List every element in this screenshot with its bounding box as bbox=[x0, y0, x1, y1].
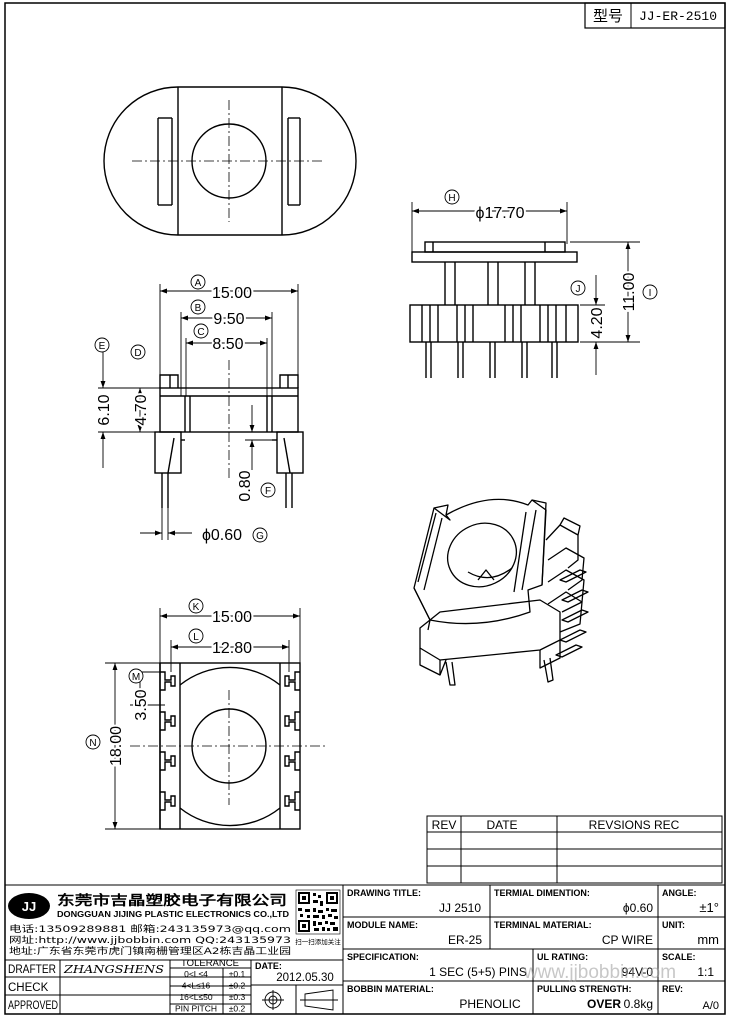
terminal-dimension-label: TERMIAL DIMENTION: bbox=[494, 888, 590, 898]
tolerance-value: ±0.2 bbox=[229, 1004, 246, 1014]
drawing-border bbox=[4, 2, 726, 1015]
dimension-k-letter: K bbox=[193, 602, 200, 613]
dimension-j-value: 4.20 bbox=[589, 307, 606, 338]
module-name-label: MODULE NAME: bbox=[347, 920, 418, 930]
drawing-title-value: JJ 2510 bbox=[439, 901, 481, 915]
tolerance-range: PIN PITCH bbox=[175, 1004, 217, 1014]
dimension-l-letter: L bbox=[193, 632, 199, 643]
qr-code-icon bbox=[295, 889, 341, 935]
rev-value: A/0 bbox=[702, 1000, 719, 1012]
dimension-f-value: 0.80 bbox=[237, 470, 254, 501]
svg-text:JJ: JJ bbox=[22, 899, 36, 914]
dimension-h-value: ϕ17.70 bbox=[476, 205, 525, 222]
approved-label: APPROVED bbox=[8, 1000, 58, 1012]
dimension-e-value: 6.10 bbox=[96, 394, 113, 425]
dimension-m-value: 3.50 bbox=[133, 689, 150, 720]
dimension-k-value: 15.00 bbox=[212, 609, 252, 626]
isometric-view bbox=[413, 498, 589, 686]
tolerance-label: TOLERANCE bbox=[181, 958, 239, 969]
dimension-h bbox=[411, 189, 568, 252]
company-logo: JJ bbox=[8, 893, 50, 919]
pulling-strength-label: PULLING STRENGTH: bbox=[537, 984, 632, 994]
unit-label: UNIT: bbox=[662, 920, 685, 930]
terminal-material-label: TERMINAL MATERIAL: bbox=[494, 920, 592, 930]
bobbin-material-value: PHENOLIC bbox=[459, 997, 521, 1011]
title-block-grid bbox=[4, 884, 726, 1015]
top-view-centerlines bbox=[132, 100, 325, 222]
angle-label: ANGLE: bbox=[662, 888, 697, 898]
bottom-view-centerlines bbox=[130, 690, 325, 805]
dimension-a-value: 15.00 bbox=[212, 285, 252, 302]
dimension-i-letter: I bbox=[649, 288, 652, 299]
dimension-b-value: 9.50 bbox=[213, 311, 244, 328]
scale-label: SCALE: bbox=[662, 952, 696, 962]
tolerance-range: 0<L≤4 bbox=[184, 969, 208, 979]
dimension-a-letter: A bbox=[195, 278, 202, 289]
revisions-table bbox=[426, 815, 723, 884]
dimension-n-value: 18.00 bbox=[108, 726, 125, 766]
company-web: 网址:http://www.jjbobbin.com QQ:243135973 bbox=[9, 934, 291, 946]
module-name-value: ER-25 bbox=[448, 933, 482, 947]
specification-value: 1 SEC (5+5) PINS bbox=[429, 965, 527, 979]
specification-label: SPECIFICATION: bbox=[347, 952, 419, 962]
company-name-cn: 东莞市吉晶塑胶电子有限公司 bbox=[57, 892, 287, 909]
check-label: CHECK bbox=[8, 982, 49, 994]
dimension-l-value: 12.80 bbox=[212, 640, 252, 657]
dimension-f-letter: F bbox=[265, 486, 271, 497]
revisions-rec-header: REVSIONS REC bbox=[589, 818, 680, 832]
bobbin-material-label: BOBBIN MATERIAL: bbox=[347, 984, 434, 994]
unit-value: mm bbox=[697, 932, 719, 947]
terminal-dimension-value: ϕ0.60 bbox=[623, 901, 653, 915]
watermark: www.jjbobbin.com bbox=[523, 962, 676, 983]
dimension-g-letter: G bbox=[256, 531, 264, 542]
dimension-m-letter: M bbox=[132, 672, 140, 683]
drafter-signature: ZHANGSHENS bbox=[63, 963, 165, 976]
date-label: DATE: bbox=[255, 961, 282, 971]
dimension-n-letter: N bbox=[89, 738, 96, 749]
tolerance-range: 16<L≤50 bbox=[179, 992, 213, 1002]
company-phone: 电话:13509289881 邮箱:243135973@qq.com bbox=[9, 923, 291, 935]
rev-header: REV bbox=[432, 818, 457, 832]
company-name-en: DONGGUAN JIJING PLASTIC ELECTRONICS CO.,… bbox=[57, 910, 289, 919]
scale-value: 1:1 bbox=[697, 965, 714, 979]
model-number-box: 型号 JJ-ER-2510 bbox=[584, 2, 726, 29]
dimension-e-letter: E bbox=[99, 341, 106, 352]
drafter-label: DRAFTER bbox=[8, 964, 56, 976]
ul-rating-value: 94V-0 bbox=[622, 965, 654, 979]
dimension-c-letter: C bbox=[197, 327, 204, 338]
dimension-j-letter: J bbox=[576, 284, 581, 295]
tolerance-value: ±0.1 bbox=[229, 969, 246, 979]
front-view-dimensions bbox=[94, 274, 299, 543]
tolerance-value: ±0.2 bbox=[229, 981, 246, 991]
drawing-title-label: DRAWING TITLE: bbox=[347, 888, 421, 898]
dimension-c-value: 8.50 bbox=[212, 336, 243, 353]
model-value: JJ-ER-2510 bbox=[639, 9, 717, 24]
side-view-right bbox=[409, 241, 579, 378]
tolerance-value: ±0.3 bbox=[229, 992, 246, 1002]
dimension-i bbox=[570, 241, 658, 375]
date-value: 2012.05.30 bbox=[276, 972, 334, 984]
dimension-h-letter: H bbox=[448, 193, 455, 204]
dimension-b-letter: B bbox=[195, 303, 202, 314]
dimension-d-letter: D bbox=[134, 348, 141, 359]
ul-rating-label: UL RATING: bbox=[537, 952, 588, 962]
rev-label: REV: bbox=[662, 984, 683, 994]
dimension-g-value: ϕ0.60 bbox=[202, 527, 242, 544]
tolerance-range: 4<L≤16 bbox=[182, 981, 211, 991]
pulling-strength-value: 0.8kg bbox=[624, 997, 653, 1011]
bottom-view-dimensions bbox=[85, 598, 301, 830]
projection-symbol-icon bbox=[262, 989, 338, 1011]
terminal-material-value: CP WIRE bbox=[602, 933, 653, 947]
model-label: 型号 bbox=[593, 7, 623, 25]
pulling-strength-over: OVER bbox=[587, 997, 621, 1011]
dimension-i-value: 11.00 bbox=[621, 272, 638, 311]
qr-caption: 扫一扫添加关注 bbox=[295, 937, 341, 946]
company-address: 地址:广东省东莞市虎门镇南栅管理区A2栋吉晶工业园 bbox=[9, 945, 291, 957]
date-header: DATE bbox=[486, 818, 517, 832]
angle-value: ±1° bbox=[699, 900, 719, 915]
dimension-d-value: 4.70 bbox=[133, 394, 150, 425]
